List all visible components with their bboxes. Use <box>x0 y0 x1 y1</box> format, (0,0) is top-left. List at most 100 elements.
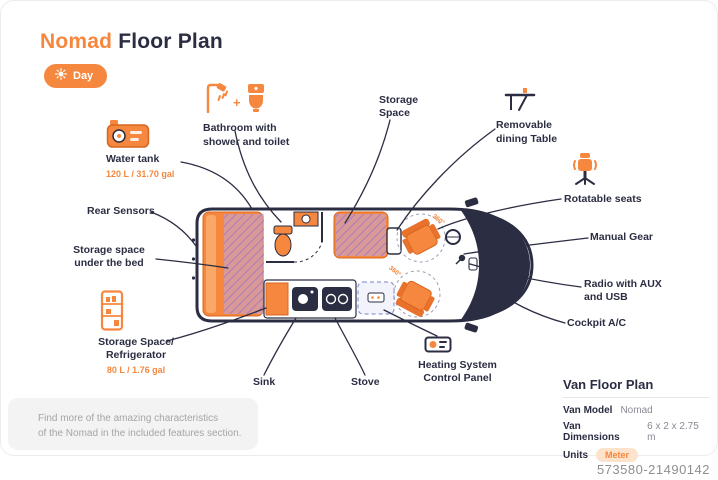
callout-radio: Radio with AUX and USB <box>584 278 662 305</box>
callout-heating: Heating System Control Panel <box>410 359 505 386</box>
heating-panel <box>367 292 385 303</box>
callout-cockpit-ac: Cockpit A/C <box>567 317 639 330</box>
sink-faucet <box>310 290 314 294</box>
info-value: Nomad <box>620 405 653 416</box>
info-row-model: Van Model Nomad <box>563 405 709 416</box>
callout-line-sink <box>263 317 297 376</box>
watermark-id: 573580-21490142 <box>596 462 710 477</box>
heating-panel-icon <box>424 336 452 358</box>
bed-pillow <box>206 215 216 313</box>
callout-fridge: Storage Space/ Refrigerator 80 L / 1.76 … <box>86 336 186 376</box>
callout-label: Storage Space <box>379 94 419 120</box>
callout-line-heating <box>383 309 438 337</box>
callout-line-storage-space <box>344 119 391 224</box>
callout-manual-gear: Manual Gear <box>590 231 670 244</box>
bench-storage-zone <box>336 214 386 256</box>
gear-lever <box>455 257 463 265</box>
page-title-rest: Floor Plan <box>118 30 223 53</box>
callout-value: 80 L / 1.76 gal <box>106 364 166 375</box>
callout-label: Stove <box>351 376 380 388</box>
callout-label: Storage Space/ Refrigerator <box>98 336 174 362</box>
heating-icon-wrap <box>424 336 452 358</box>
callout-rear-sensors: Rear Sensors <box>87 205 159 218</box>
callout-sink: Sink <box>253 376 293 389</box>
bathroom-sink-bowl <box>301 214 311 224</box>
callout-line-storage-under-bed <box>155 258 229 269</box>
callout-storage-under-bed: Storage space under the bed <box>64 244 154 271</box>
callout-line-dining-table <box>396 128 496 231</box>
van-info-panel: Van Floor Plan Van Model Nomad Van Dimen… <box>563 377 709 467</box>
toilet-tank <box>273 225 293 235</box>
callout-label: Bathroom with shower and toilet <box>203 122 290 148</box>
callout-lines <box>150 119 589 376</box>
fridge-cabinet <box>265 282 289 316</box>
info-label: Units <box>563 449 588 461</box>
info-value: 6 x 2 x 2.75 m <box>647 421 699 443</box>
rear-sensor-dot <box>191 257 196 261</box>
info-row-units: Units Meter <box>563 448 709 462</box>
seat-rotation-circle <box>393 270 441 318</box>
seat-rotation-circle <box>396 213 446 263</box>
shower-icon <box>203 82 229 117</box>
callout-label: Cockpit A/C <box>567 317 627 329</box>
van-illustration: 360° 360° <box>191 197 534 333</box>
callout-line-stove <box>334 317 366 376</box>
footnote-line1: Find more of the amazing characteristics <box>38 413 219 424</box>
callout-label: Rear Sensors <box>87 205 155 217</box>
bathroom-door-arc <box>293 241 323 263</box>
footnote-box: Find more of the amazing characteristics… <box>8 398 258 450</box>
day-mode-toggle[interactable]: Day <box>44 64 108 88</box>
info-panel-title: Van Floor Plan <box>563 377 654 392</box>
callout-label: Manual Gear <box>590 231 654 243</box>
van-hood <box>460 209 530 321</box>
callout-line-radio <box>469 263 582 288</box>
wing-mirror-bottom <box>464 322 479 333</box>
fridge-icon-wrap <box>100 290 124 336</box>
dining-table-icon <box>504 86 536 116</box>
wing-mirror-top <box>464 197 479 208</box>
page-title-accent: Nomad <box>40 30 113 53</box>
callout-stove: Stove <box>351 376 395 389</box>
storage-under-bed-zone <box>224 214 264 314</box>
fridge-icon <box>100 290 124 336</box>
sun-icon <box>55 68 67 83</box>
callout-label: Heating System Control Panel <box>418 359 497 385</box>
toilet-bowl <box>274 233 292 257</box>
plus-icon: + <box>233 95 241 111</box>
callout-line-rotatable-seats <box>437 198 562 230</box>
rotatable-seat-bottom <box>395 280 435 317</box>
info-divider <box>563 397 709 398</box>
callout-label: Removable dining Table <box>496 119 558 145</box>
water-tank-icon <box>106 119 150 153</box>
toilet-icon <box>245 83 267 117</box>
callout-water-tank: Water tank 120 L / 31.70 gal <box>106 119 192 180</box>
heating-knob <box>377 296 380 299</box>
rear-sensor-dot <box>191 276 196 280</box>
callout-line-rear-sensors <box>150 211 197 247</box>
callout-label: Sink <box>253 376 276 388</box>
units-badge[interactable]: Meter <box>596 448 639 462</box>
callout-line-fridge <box>166 307 267 342</box>
rotatable-seat-icon <box>572 152 598 190</box>
burner <box>325 293 337 305</box>
dining-table <box>386 227 402 255</box>
callout-line-bathroom <box>234 130 282 223</box>
callout-line-manual-gear <box>463 237 589 255</box>
callout-label: Water tank <box>106 153 160 166</box>
sink-bowl <box>298 294 308 304</box>
heating-knob <box>371 296 374 299</box>
info-label: Van Model <box>563 405 613 416</box>
day-mode-label: Day <box>73 69 94 82</box>
rotatable-seat-top <box>401 218 441 255</box>
callout-bathroom: + Bathroom with shower and toilet <box>203 82 299 149</box>
callout-rotatable-seats: Rotatable seats <box>564 152 654 207</box>
callout-label: Storage space under the bed <box>73 244 145 270</box>
callout-dining-table: Removable dining Table <box>496 86 574 146</box>
callout-line-water-tank <box>180 161 253 210</box>
callout-storage-space: Storage Space <box>379 94 429 121</box>
radio-unit <box>468 257 478 271</box>
footnote-line2: of the Nomad in the included features se… <box>38 428 242 439</box>
burner <box>337 293 349 305</box>
info-row-dimensions: Van Dimensions 6 x 2 x 2.75 m <box>563 421 709 443</box>
